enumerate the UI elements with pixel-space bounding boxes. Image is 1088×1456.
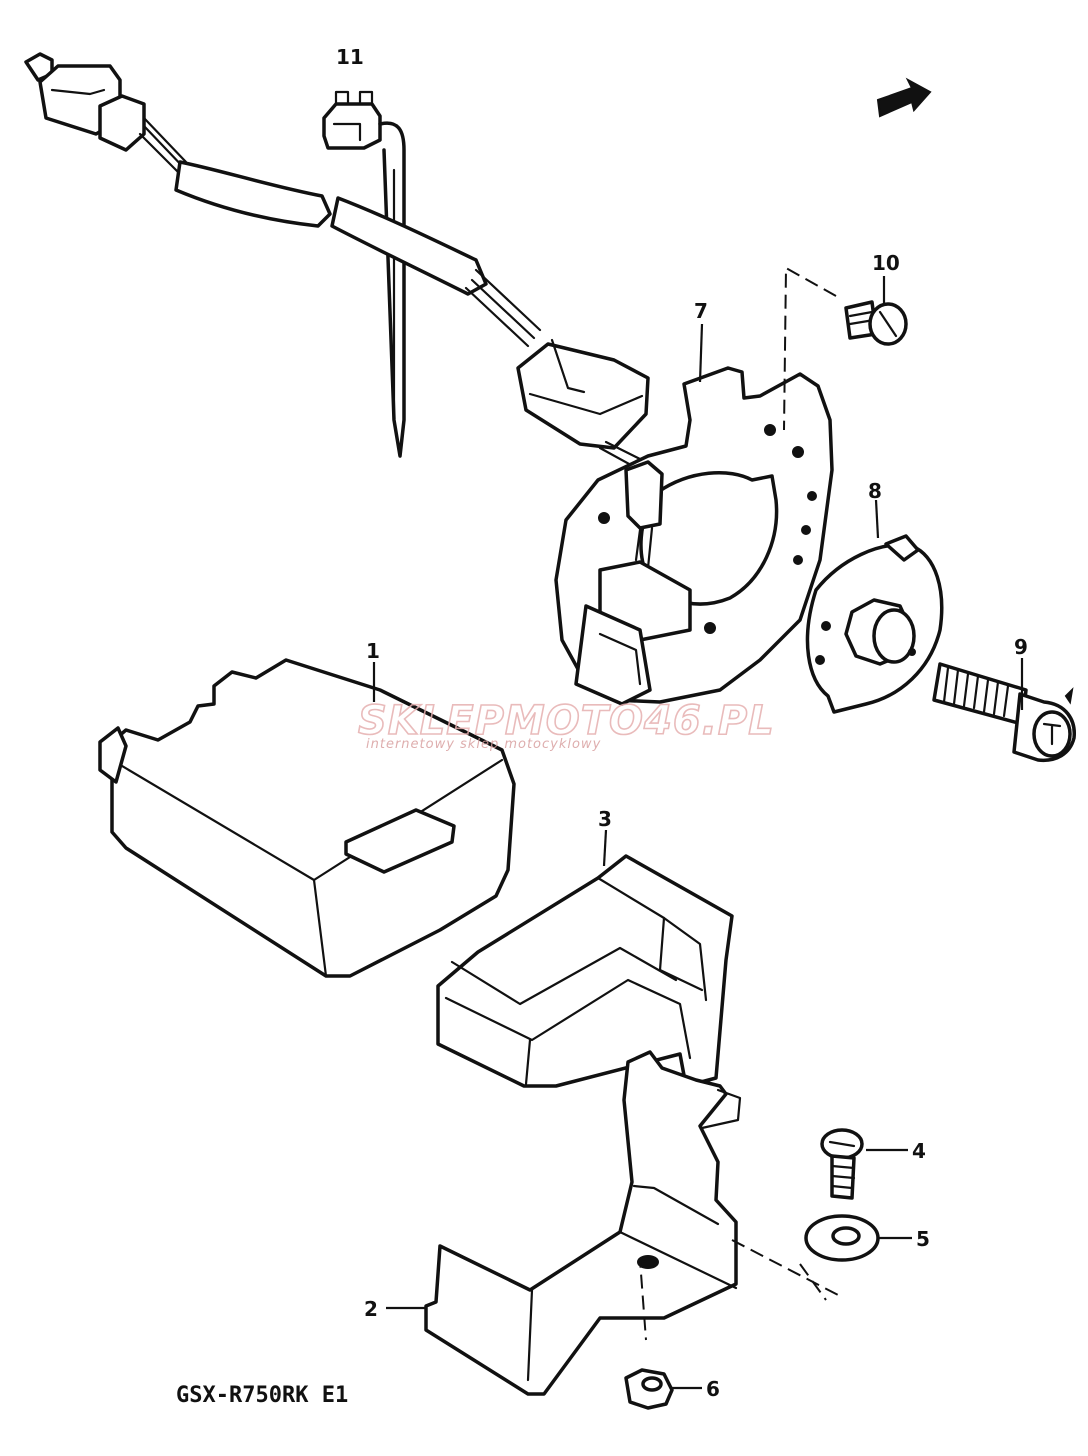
part-5-washer	[804, 1214, 880, 1262]
part-10-screw	[844, 300, 908, 346]
part-2-bracket	[424, 1050, 742, 1396]
callout-3: 3	[598, 807, 612, 831]
wiring-harness	[24, 52, 650, 472]
part-7-pickup-plate	[554, 366, 834, 706]
callout-labels: 11 10 7 8 9 1 3 4 5 2 6	[336, 45, 1028, 1401]
part-3-cover	[436, 854, 734, 1088]
part-4-screw	[820, 1128, 864, 1200]
leader-lines	[372, 276, 1024, 1390]
callout-4: 4	[912, 1139, 926, 1163]
part-11-connector	[322, 90, 406, 458]
assembly-lines	[638, 266, 841, 1341]
callout-9: 9	[1014, 635, 1028, 659]
callout-10: 10	[872, 251, 900, 275]
model-code-label: GSX-R750RK E1	[176, 1383, 348, 1408]
part-6-nut	[624, 1368, 674, 1410]
svg-text:SKLEPMOTO46.PL: SKLEPMOTO46.PL	[358, 698, 775, 744]
callout-5: 5	[916, 1227, 930, 1251]
callout-2: 2	[364, 1297, 378, 1321]
callout-1: 1	[366, 639, 380, 663]
callout-7: 7	[694, 299, 708, 323]
part-1-ignitor-unit	[98, 658, 516, 978]
callout-6: 6	[706, 1377, 720, 1401]
part-8-rotor	[805, 534, 944, 714]
part-9-bolt	[932, 662, 1076, 763]
callout-8: 8	[868, 479, 882, 503]
watermark-logo: SKLEPMOTO46.PL internetowy sklep motocyk…	[357, 697, 775, 752]
callout-11: 11	[336, 45, 364, 69]
front-arrow-icon	[876, 77, 932, 118]
svg-text:internetowy sklep motocyklowy: internetowy sklep motocyklowy	[366, 737, 601, 752]
